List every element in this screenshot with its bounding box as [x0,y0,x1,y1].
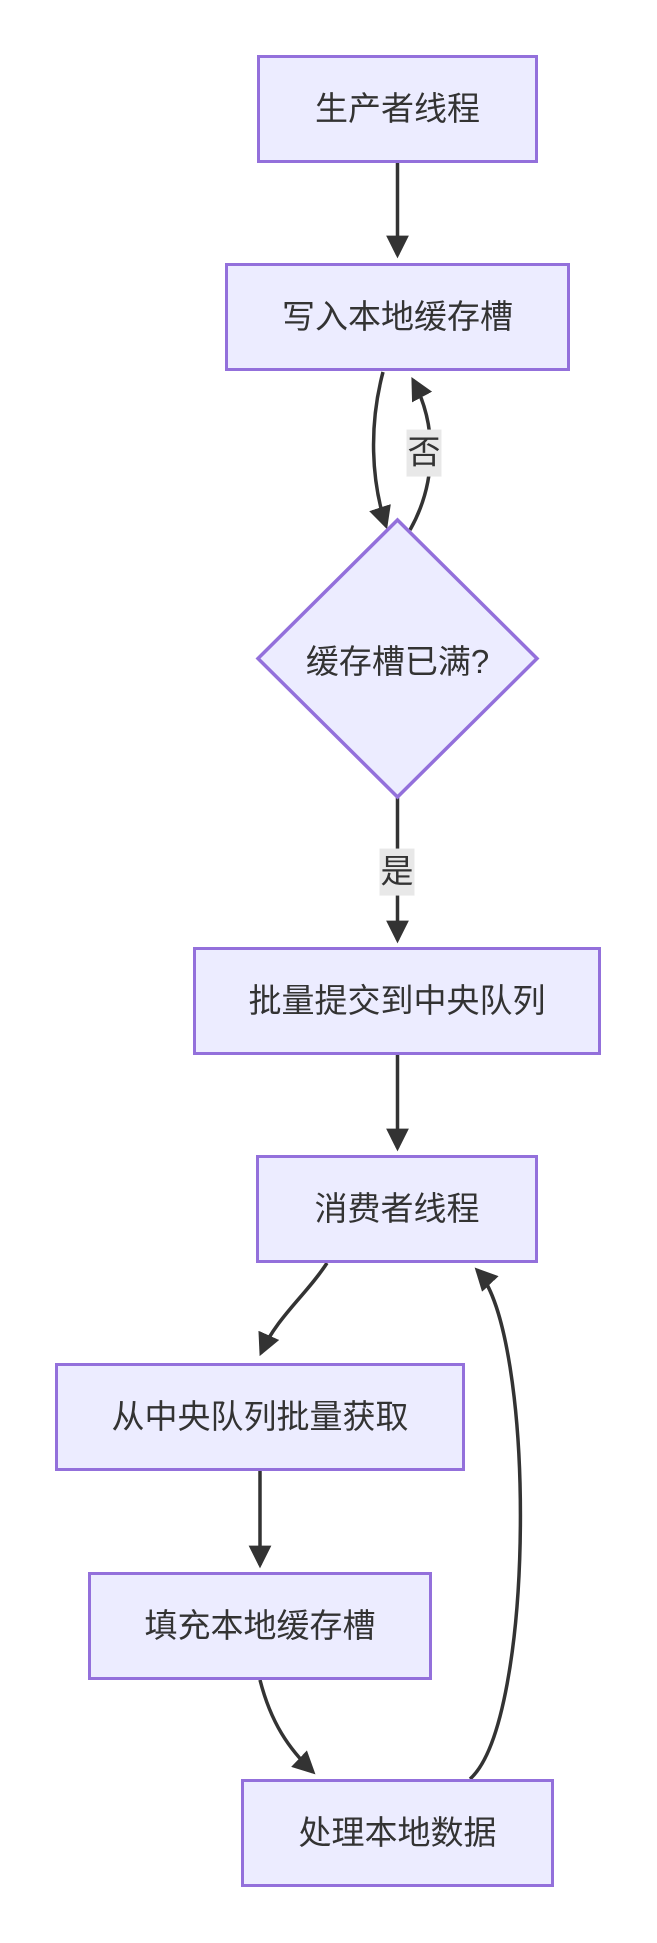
node-fill-local-buffer: 填充本地缓存槽 [88,1572,432,1680]
node-batch-submit-central-queue: 批量提交到中央队列 [193,947,601,1055]
edge-consumer-to-fetch [258,1262,329,1357]
edge-write-to-decision [369,371,391,530]
node-process-local-data: 处理本地数据 [241,1779,554,1887]
node-producer-thread: 生产者线程 [257,55,538,163]
edge-process-to-consumer [468,1267,523,1781]
edge-label-yes: 是 [379,848,415,896]
node-write-local-buffer: 写入本地缓存槽 [225,263,570,371]
node-decision-label: 缓存槽已满? [305,642,490,680]
edge-label-no: 否 [406,429,442,477]
node-batch-fetch-central-queue: 从中央队列批量获取 [55,1363,465,1471]
node-decision-shape [255,517,540,800]
node-consumer-thread: 消费者线程 [256,1155,538,1263]
edge-fill-to-process [258,1679,316,1775]
